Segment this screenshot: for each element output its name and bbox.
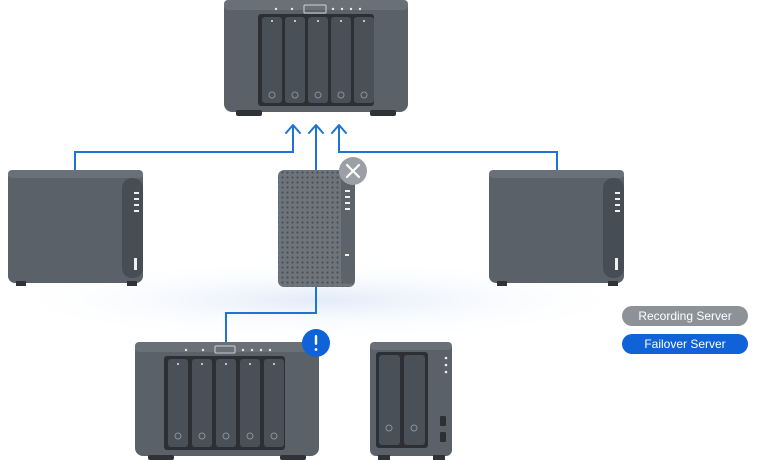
line-right-server-to-top <box>338 126 558 170</box>
top-five-bay-server <box>224 0 408 116</box>
center-failed-server <box>278 170 355 287</box>
drive-bays <box>168 359 284 447</box>
failed-server-badge <box>339 157 367 185</box>
line-left-server-to-top <box>74 126 294 170</box>
legend-recording-server: Recording Server <box>622 306 748 326</box>
arrow-center-icon <box>308 124 324 134</box>
arrow-right-icon <box>331 124 347 134</box>
arrow-heads <box>285 124 347 134</box>
legend-failover-server: Failover Server <box>622 334 748 354</box>
close-icon <box>345 163 361 179</box>
exclamation-icon <box>314 335 318 345</box>
bottom-two-bay-server <box>370 342 452 460</box>
drive-bays <box>262 17 374 103</box>
bottom-five-bay-server <box>135 342 319 460</box>
left-four-bay-server <box>8 170 143 286</box>
alert-server-badge <box>302 329 330 357</box>
right-four-bay-server <box>489 170 624 286</box>
line-bottom-server-to-center <box>225 287 317 342</box>
arrow-left-icon <box>285 124 301 134</box>
connection-lines <box>74 126 558 342</box>
